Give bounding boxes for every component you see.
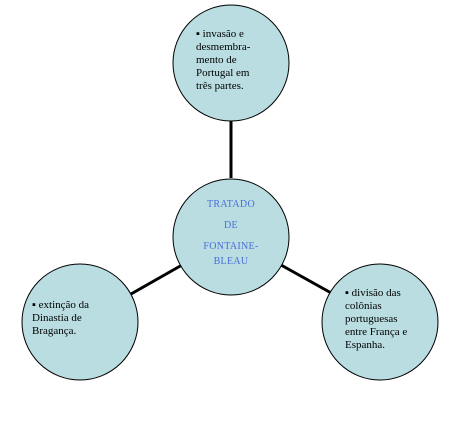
left-line-3: Bragança.	[32, 325, 77, 337]
top-line-5: três partes.	[196, 80, 244, 92]
center-line-2: DE	[224, 220, 238, 231]
connector-center-left	[130, 263, 183, 296]
top-line-2: desmembra-	[196, 41, 251, 53]
top-line-3: mento de	[196, 54, 237, 66]
center-line-3: FONTAINE-	[203, 241, 259, 252]
node-circle-top	[172, 4, 290, 122]
connector-center-right	[280, 263, 334, 296]
right-line-1: ▪ divisão das	[345, 287, 401, 299]
left-node-label: ▪ extinção da Dinastia de Bragança.	[32, 299, 89, 338]
right-line-5: Espanha.	[345, 339, 386, 351]
top-line-4: Portugal em	[196, 67, 250, 79]
right-line-2: colônias	[345, 300, 382, 312]
right-line-3: portuguesas	[345, 313, 398, 325]
left-line-1: ▪ extinção da	[32, 299, 90, 311]
right-line-4: entre França e	[345, 326, 408, 338]
node-circle-right	[321, 263, 439, 381]
node-circle-center	[172, 178, 290, 296]
center-node-label: TRATADO DE FONTAINE- BLEAU	[181, 198, 281, 276]
top-node-label: ▪ invasão e desmembra- mento de Portugal…	[196, 28, 250, 93]
node-circle-left	[21, 263, 139, 381]
left-line-2: Dinastia de	[32, 312, 82, 324]
center-line-1: TRATADO	[207, 199, 255, 210]
center-line-4: BLEAU	[213, 256, 249, 267]
top-line-1: ▪ invasão e	[196, 28, 244, 40]
right-node-label: ▪ divisão das colônias portuguesas entre…	[345, 287, 407, 352]
